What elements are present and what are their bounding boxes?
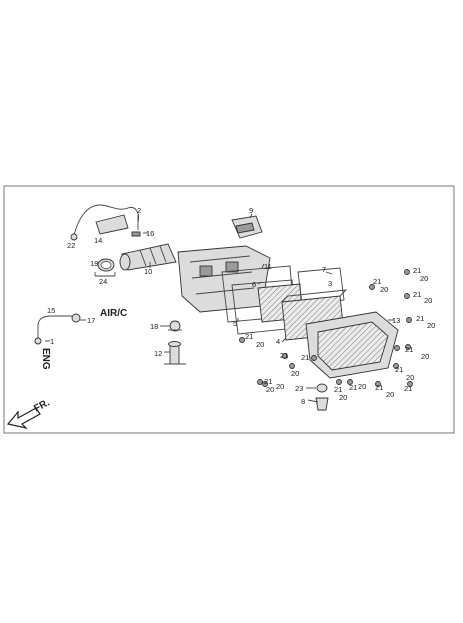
callout-12: 12 [154, 349, 162, 358]
filter-frame [297, 267, 345, 305]
callout-13: 13 [392, 316, 400, 325]
bolt-set [239, 269, 413, 387]
callout-21c: 21 [413, 290, 421, 299]
callout-22: 22 [67, 241, 75, 250]
callout-8: 8 [301, 397, 305, 406]
callout-20d: 20 [427, 321, 435, 330]
callout-20c: 20 [424, 296, 432, 305]
callout-15: 15 [47, 306, 55, 315]
callout-9: 9 [249, 206, 253, 215]
callout-21d: 21 [416, 314, 424, 323]
callout-21j: 21 [334, 385, 342, 394]
callout-21e: 21 [405, 345, 413, 354]
callout-16: 16 [146, 229, 154, 238]
callout-11: 11 [264, 262, 272, 271]
callout-21n: 21 [301, 353, 309, 362]
callout-10: 10 [144, 267, 152, 276]
callout-1: 1 [50, 337, 54, 346]
callout-20a: 20 [420, 274, 428, 283]
eng-label: ENG [40, 348, 51, 370]
callout-21l: 21 [245, 332, 253, 341]
bracket [95, 214, 129, 235]
callout-20i: 20 [339, 393, 347, 402]
callout-23: 23 [295, 384, 303, 393]
callout-4: 4 [276, 337, 280, 346]
callout-20f: 20 [406, 373, 414, 382]
callout-21g: 21 [375, 383, 383, 392]
callout-18: 18 [150, 322, 158, 331]
callout-7: 7 [322, 265, 326, 274]
callouts: 22 2 14 16 19 24 10 9 11 7 3 6 5 4 13 15… [47, 206, 435, 406]
drain-cap [315, 383, 329, 411]
callout-2: 2 [137, 206, 141, 215]
callout-21f: 21 [395, 365, 403, 374]
callout-20b: 20 [380, 285, 388, 294]
callout-21b: 21 [373, 277, 381, 286]
callout-20m: 20 [266, 385, 274, 394]
callout-21h: 21 [404, 384, 412, 393]
intake-duct [119, 243, 177, 271]
callout-20g: 20 [386, 390, 394, 399]
callout-17: 17 [87, 316, 95, 325]
clip [131, 231, 141, 237]
drain-plug [164, 341, 186, 365]
callout-14: 14 [94, 236, 102, 245]
callout-20l: 20 [276, 382, 284, 391]
callout-6: 6 [252, 280, 256, 289]
air-cleaner-cover [305, 311, 399, 379]
air-c-label: AIR/C [100, 308, 127, 319]
callout-5: 5 [233, 319, 237, 328]
callout-24: 24 [99, 277, 107, 286]
breather-tube [70, 204, 139, 241]
connector-boot [231, 215, 263, 239]
callout-21a: 21 [413, 266, 421, 275]
callout-19: 19 [90, 259, 98, 268]
callout-21m: 21 [264, 377, 272, 386]
callout-20h: 20 [358, 382, 366, 391]
air-cleaner-case [177, 245, 271, 313]
callout-20j: 20 [291, 369, 299, 378]
drain-tube [34, 313, 81, 345]
callout-21k: 21 [280, 351, 288, 360]
tube-clip [168, 320, 182, 332]
callout-20k: 20 [256, 340, 264, 349]
hose-clamp [94, 258, 116, 277]
callout-21i: 21 [349, 383, 357, 392]
callout-3: 3 [328, 279, 332, 288]
leader-lines [45, 213, 394, 403]
callout-20e: 20 [421, 352, 429, 361]
